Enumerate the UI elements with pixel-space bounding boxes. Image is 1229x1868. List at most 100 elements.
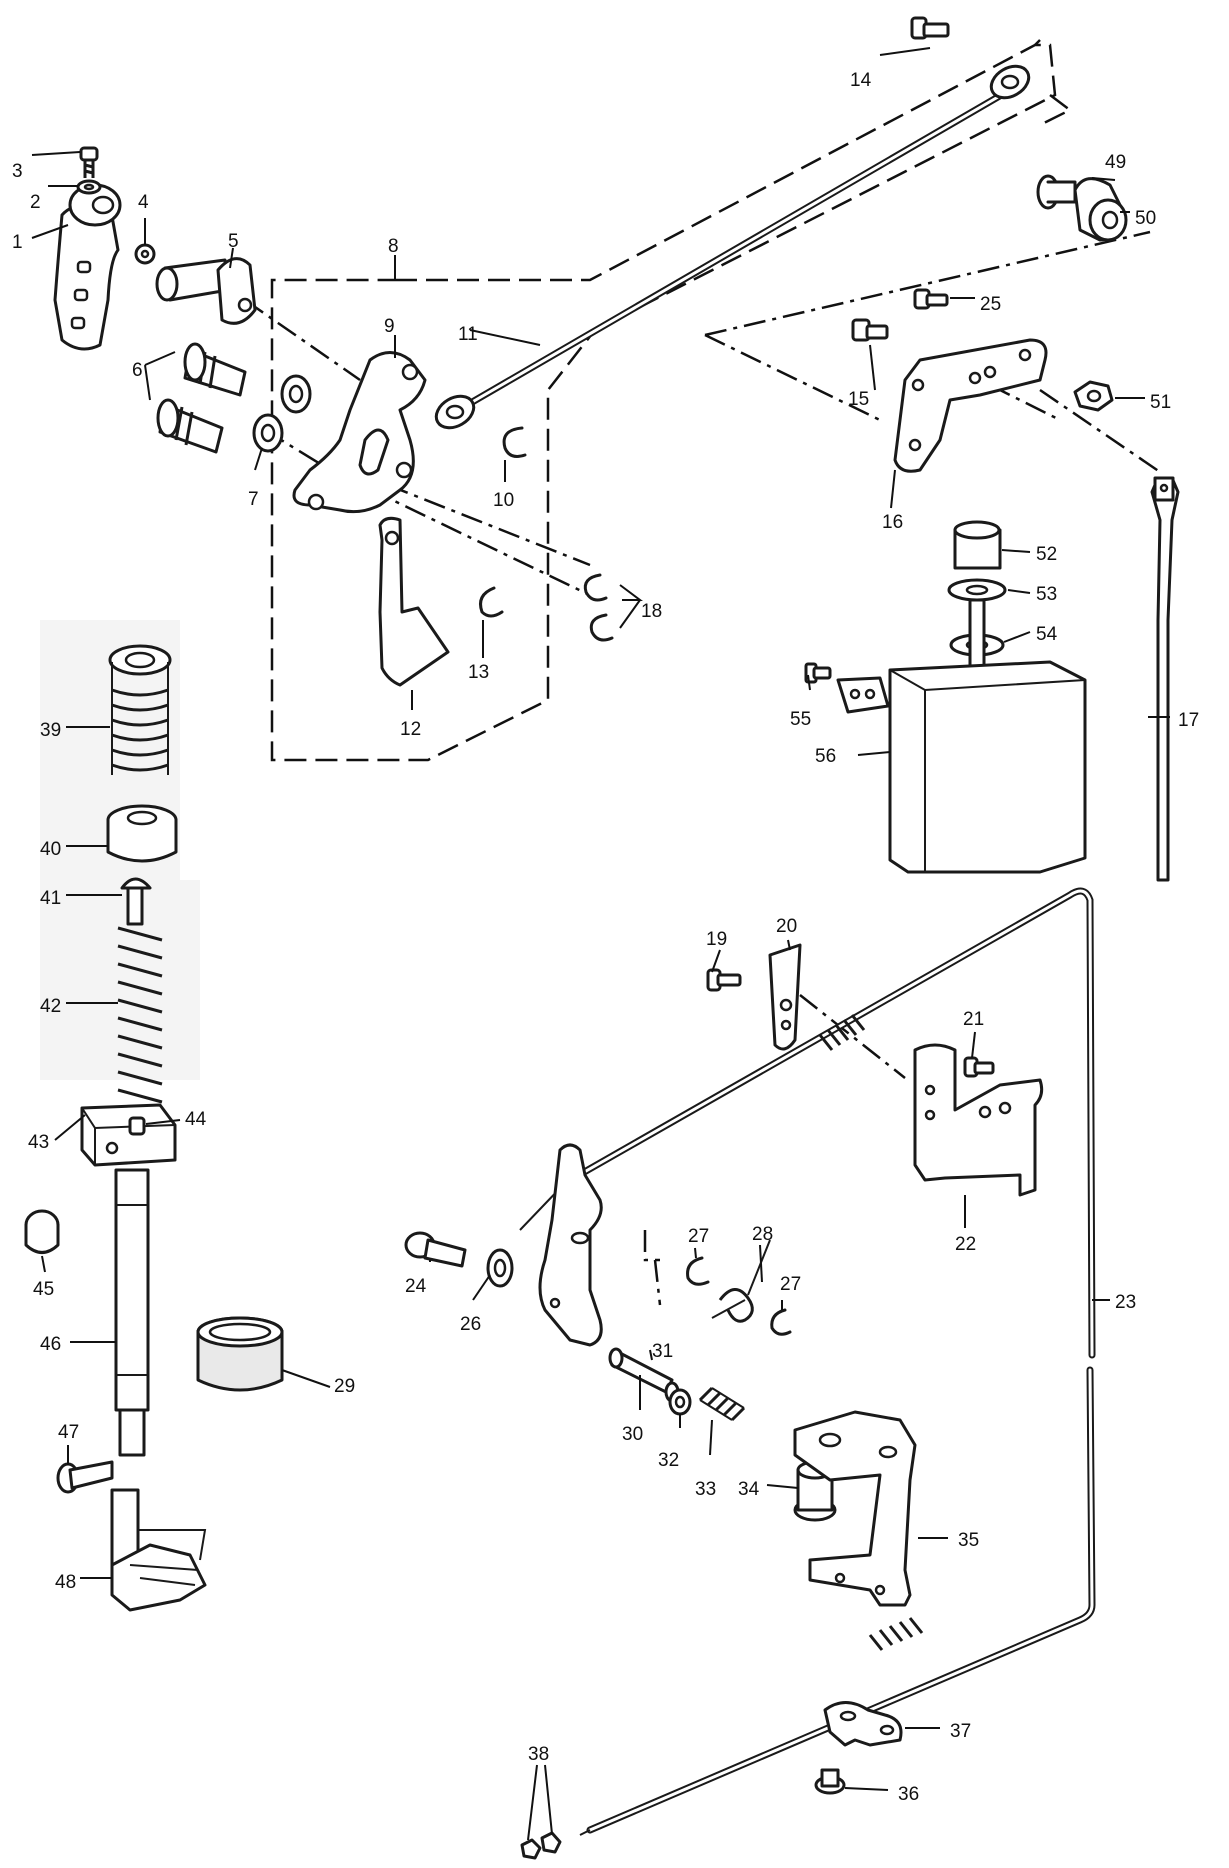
part-40-nut <box>106 804 178 863</box>
part-9-link-plate <box>292 351 427 514</box>
label-37: 37 <box>950 1721 971 1742</box>
callout-labels: 3 2 4 1 5 8 9 11 6 7 10 13 12 18 14 49 5… <box>12 70 1199 1805</box>
label-14: 14 <box>850 70 872 91</box>
part-22-bracket <box>913 1043 1044 1197</box>
label-34: 34 <box>738 1479 760 1500</box>
part-30-stud <box>608 1347 674 1394</box>
part-3-screw <box>79 146 99 178</box>
label-36: 36 <box>898 1784 919 1805</box>
part-23-cable <box>519 887 1096 1836</box>
part-47-screw <box>56 1460 114 1494</box>
part-21-screw <box>963 1056 995 1078</box>
background-panel-lower <box>40 880 200 1080</box>
part-49-pin <box>1036 174 1077 210</box>
part-15-screw <box>851 318 889 342</box>
part-7-washers <box>252 374 312 453</box>
label-22: 22 <box>955 1234 976 1255</box>
label-44: 44 <box>185 1109 207 1130</box>
part-33-spring <box>698 1386 746 1422</box>
label-33: 33 <box>695 1479 716 1500</box>
label-20: 20 <box>776 916 797 937</box>
label-27b: 27 <box>780 1274 801 1295</box>
label-1: 1 <box>12 232 23 253</box>
part-10-e-ring <box>502 426 527 458</box>
label-51: 51 <box>1150 392 1171 413</box>
label-2: 2 <box>30 192 41 213</box>
label-5: 5 <box>228 231 239 252</box>
label-16: 16 <box>882 512 903 533</box>
part-52-cap-nut <box>953 520 1002 570</box>
part-19-screw <box>706 968 742 992</box>
label-40: 40 <box>40 839 61 860</box>
label-53: 53 <box>1036 584 1057 605</box>
label-3: 3 <box>12 161 23 182</box>
label-28: 28 <box>752 1224 773 1245</box>
label-26: 26 <box>460 1314 481 1335</box>
label-45: 45 <box>33 1279 54 1300</box>
part-6-stud-upper <box>183 342 247 397</box>
label-47: 47 <box>58 1422 79 1443</box>
label-9: 9 <box>384 316 395 337</box>
label-13: 13 <box>468 662 489 683</box>
part-5-stud-flange <box>155 257 257 325</box>
label-54: 54 <box>1036 624 1058 645</box>
part-lever-plate <box>538 1143 603 1347</box>
label-15: 15 <box>848 389 869 410</box>
part-37-clamp <box>823 1701 903 1747</box>
label-50: 50 <box>1135 208 1156 229</box>
label-8: 8 <box>388 236 399 257</box>
label-46: 46 <box>40 1334 61 1355</box>
label-21: 21 <box>963 1009 984 1030</box>
part-12-hook <box>378 516 450 687</box>
part-45-bushing <box>24 1209 60 1254</box>
part-16-bracket <box>893 338 1048 473</box>
label-42: 42 <box>40 996 61 1017</box>
part-51-nut <box>1073 380 1114 412</box>
label-31: 31 <box>652 1341 673 1362</box>
label-17: 17 <box>1178 710 1199 731</box>
part-44-screw <box>128 1116 146 1136</box>
label-39: 39 <box>40 720 61 741</box>
part-29-bushing <box>196 1316 284 1392</box>
part-42-spring <box>117 926 163 1122</box>
part-38-nuts <box>520 1831 562 1860</box>
part-50-roller <box>1073 177 1128 242</box>
part-56-solenoid <box>836 660 1087 874</box>
label-6: 6 <box>132 360 143 381</box>
part-28-spring <box>711 1239 771 1323</box>
part-36-screw <box>814 1768 846 1795</box>
label-52: 52 <box>1036 544 1057 565</box>
label-25: 25 <box>980 294 1001 315</box>
label-24: 24 <box>405 1276 427 1297</box>
label-43: 43 <box>28 1132 49 1153</box>
part-35-bracket <box>793 1410 917 1607</box>
label-35: 35 <box>958 1530 979 1551</box>
part-54-washer <box>949 598 1005 677</box>
part-26-washer <box>486 1248 514 1288</box>
label-19: 19 <box>706 929 727 950</box>
group-outline-16 <box>704 230 1151 422</box>
part-20-clamp <box>768 943 802 1051</box>
part-48-presser-foot <box>110 1488 207 1612</box>
label-4: 4 <box>138 192 149 213</box>
part-41-pin <box>120 877 152 926</box>
label-12: 12 <box>400 719 421 740</box>
label-18: 18 <box>641 601 662 622</box>
label-10: 10 <box>493 490 514 511</box>
part-17-rod <box>1150 476 1180 882</box>
label-49: 49 <box>1105 152 1126 173</box>
part-14-screw <box>879 16 950 56</box>
label-29: 29 <box>334 1376 355 1397</box>
part-32-nut <box>668 1388 692 1416</box>
part-4-washer <box>134 243 156 265</box>
label-7: 7 <box>248 489 259 510</box>
group-outline-8 <box>270 39 1073 762</box>
label-48: 48 <box>55 1572 76 1593</box>
part-18-e-rings <box>583 573 614 642</box>
label-41: 41 <box>40 888 61 909</box>
part-11-link-rod <box>434 64 1031 430</box>
part-27-e-rings <box>686 1256 792 1336</box>
label-56: 56 <box>815 746 836 767</box>
label-32: 32 <box>658 1450 679 1471</box>
